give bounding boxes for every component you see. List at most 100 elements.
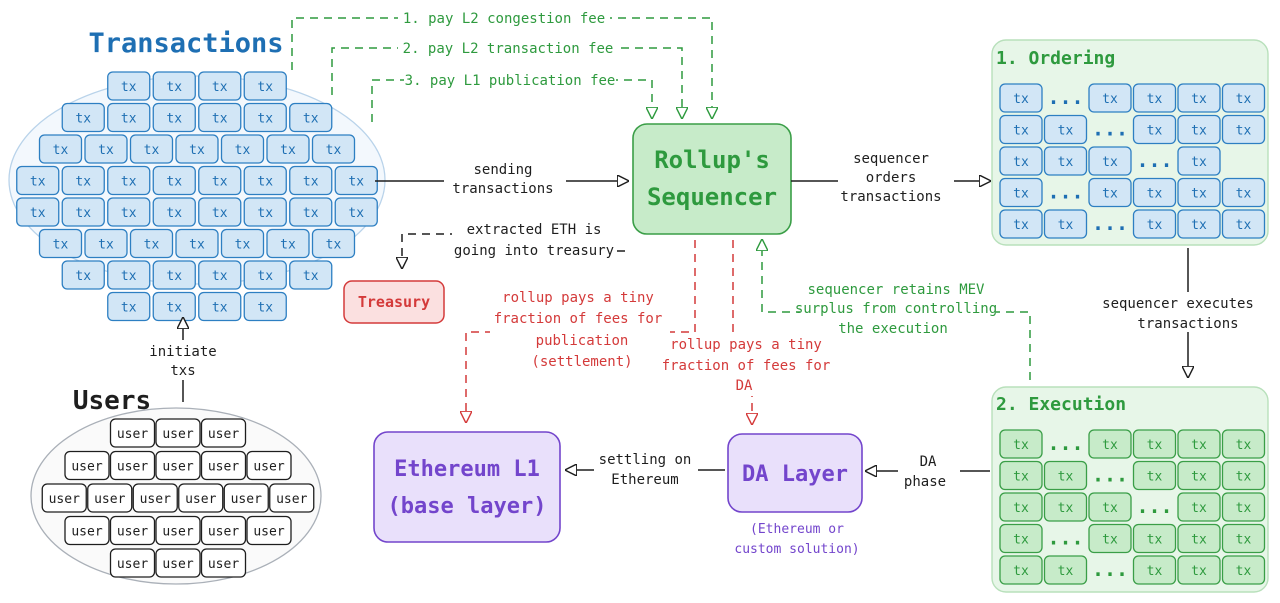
execution-tx-chip: tx xyxy=(999,429,1043,459)
ordering-tx-chip-label: tx xyxy=(1236,187,1252,202)
tx-chip: tx xyxy=(198,102,242,133)
tx-chip-box xyxy=(61,165,105,196)
execution-tx-chip-label: tx xyxy=(1191,564,1207,579)
ordering-tx-chip-box xyxy=(1088,83,1132,113)
user-chip-box xyxy=(223,483,269,513)
tx-chip-box xyxy=(107,102,151,133)
user-chip: user xyxy=(155,450,201,481)
execution-tx-chip-label: tx xyxy=(1102,438,1118,453)
user-chip-box xyxy=(109,515,156,546)
tx-chip-label: tx xyxy=(280,238,296,253)
da-fee-label-line3: DA xyxy=(736,378,753,394)
tx-chip: tx xyxy=(198,71,242,101)
user-chip-box xyxy=(200,450,247,481)
ethereum-title-line1: Ethereum L1 xyxy=(394,457,540,482)
user-chip-label: user xyxy=(253,525,284,540)
tx-chip-box xyxy=(152,291,196,322)
ordering-tx-chip: tx xyxy=(1221,114,1266,145)
user-chip-label: user xyxy=(117,557,148,572)
tx-chip: tx xyxy=(266,134,310,164)
execution-tx-chip-label: tx xyxy=(1236,564,1252,579)
execution-tx-chip-label: tx xyxy=(1102,533,1118,548)
execution-tx-chip-box xyxy=(1088,523,1132,554)
execution-tx-chip-label: tx xyxy=(1147,533,1163,548)
ordering-tx-chip: tx xyxy=(1132,83,1177,113)
ordering-ellipsis: ... xyxy=(1047,85,1083,109)
tx-chip: tx xyxy=(16,165,60,196)
user-chip-box xyxy=(109,418,156,448)
execution-tx-chip-label: tx xyxy=(1013,564,1029,579)
user-chip-box xyxy=(64,515,110,546)
da-fee-label-bg xyxy=(664,334,834,396)
tx-chip-box xyxy=(243,197,287,227)
initiate-label-line1: initiate xyxy=(149,344,216,360)
tx-chip: tx xyxy=(289,197,333,227)
tx-chip-box xyxy=(243,260,287,290)
tx-chip: tx xyxy=(334,165,378,196)
settlement-label-line2: fraction of fees for xyxy=(494,311,663,327)
tx-chip-box xyxy=(198,291,242,322)
user-chip-label: user xyxy=(162,427,193,442)
ordering-tx-chip: tx xyxy=(1221,209,1266,239)
execution-tx-chip-box xyxy=(999,460,1043,491)
tx-chip: tx xyxy=(61,165,105,196)
tx-chip-label: tx xyxy=(280,143,296,158)
tx-chip: tx xyxy=(311,134,356,164)
execution-tx-chip: tx xyxy=(1221,429,1266,459)
execution-tx-chip: tx xyxy=(1132,523,1177,554)
da-fee-label-line1: rollup pays a tiny xyxy=(670,337,822,353)
tx-chip: tx xyxy=(61,197,105,227)
ordering-tx-chip-label: tx xyxy=(1013,218,1029,233)
ordering-tx-chip: tx xyxy=(1177,209,1221,239)
ordering-tx-chip: tx xyxy=(1132,209,1177,239)
tx-chip: tx xyxy=(198,197,242,227)
execution-tx-chip-box xyxy=(1132,555,1177,585)
user-chip: user xyxy=(109,515,156,546)
tx-chip-label: tx xyxy=(212,301,228,316)
user-chip-label: user xyxy=(162,460,193,475)
da-phase-label-bg xyxy=(898,450,960,492)
user-chip-label: user xyxy=(185,492,216,507)
tx-chip-label: tx xyxy=(326,143,342,158)
execution-tx-chip-box xyxy=(1221,555,1266,585)
execution-tx-chip-box xyxy=(1177,492,1221,522)
tx-chip-box xyxy=(266,134,310,164)
ethereum-title-line2: (base layer) xyxy=(388,494,547,519)
user-chip-label: user xyxy=(162,557,193,572)
ordering-tx-chip-label: tx xyxy=(1147,92,1163,107)
execution-tx-chip-box xyxy=(999,555,1043,585)
tx-chip: tx xyxy=(243,71,287,101)
tx-chip-box xyxy=(84,134,128,164)
tx-chip-label: tx xyxy=(348,175,364,190)
user-chip: user xyxy=(223,483,269,513)
tx-chip-label: tx xyxy=(326,238,342,253)
da-fee-label-line2: fraction of fees for xyxy=(662,358,831,374)
da-layer-note-line1: (Ethereum or xyxy=(750,522,844,537)
tx-chip-label: tx xyxy=(98,238,114,253)
user-chip-box xyxy=(200,515,247,546)
user-chip: user xyxy=(200,515,247,546)
tx-chip-box xyxy=(243,71,287,101)
user-chip-box xyxy=(155,515,201,546)
tx-chip-label: tx xyxy=(257,301,273,316)
ordering-tx-chip-label: tx xyxy=(1013,155,1029,170)
ordering-tx-chip-box xyxy=(999,83,1043,113)
execution-tx-chip: tx xyxy=(1043,460,1088,491)
ordering-tx-chip: tx xyxy=(1221,177,1266,208)
execution-tx-chip-label: tx xyxy=(1236,470,1252,485)
fee1-label: 1. pay L2 congestion fee xyxy=(403,11,605,27)
treasury-label-line1: extracted ETH is xyxy=(467,222,602,238)
tx-chip-box xyxy=(289,260,333,290)
tx-chip: tx xyxy=(152,102,196,133)
execution-tx-chip-label: tx xyxy=(1147,438,1163,453)
execution-tx-chip: tx xyxy=(999,492,1043,522)
user-chip-box xyxy=(155,548,201,578)
user-chip: user xyxy=(178,483,224,513)
user-chip-box xyxy=(87,483,133,513)
ordering-tx-chip-box xyxy=(1221,114,1266,145)
ordering-title: 1. Ordering xyxy=(996,48,1115,69)
settling-label-line2: Ethereum xyxy=(611,472,678,488)
tx-chip: tx xyxy=(289,102,333,133)
ordering-tx-chip: tx xyxy=(1132,177,1177,208)
